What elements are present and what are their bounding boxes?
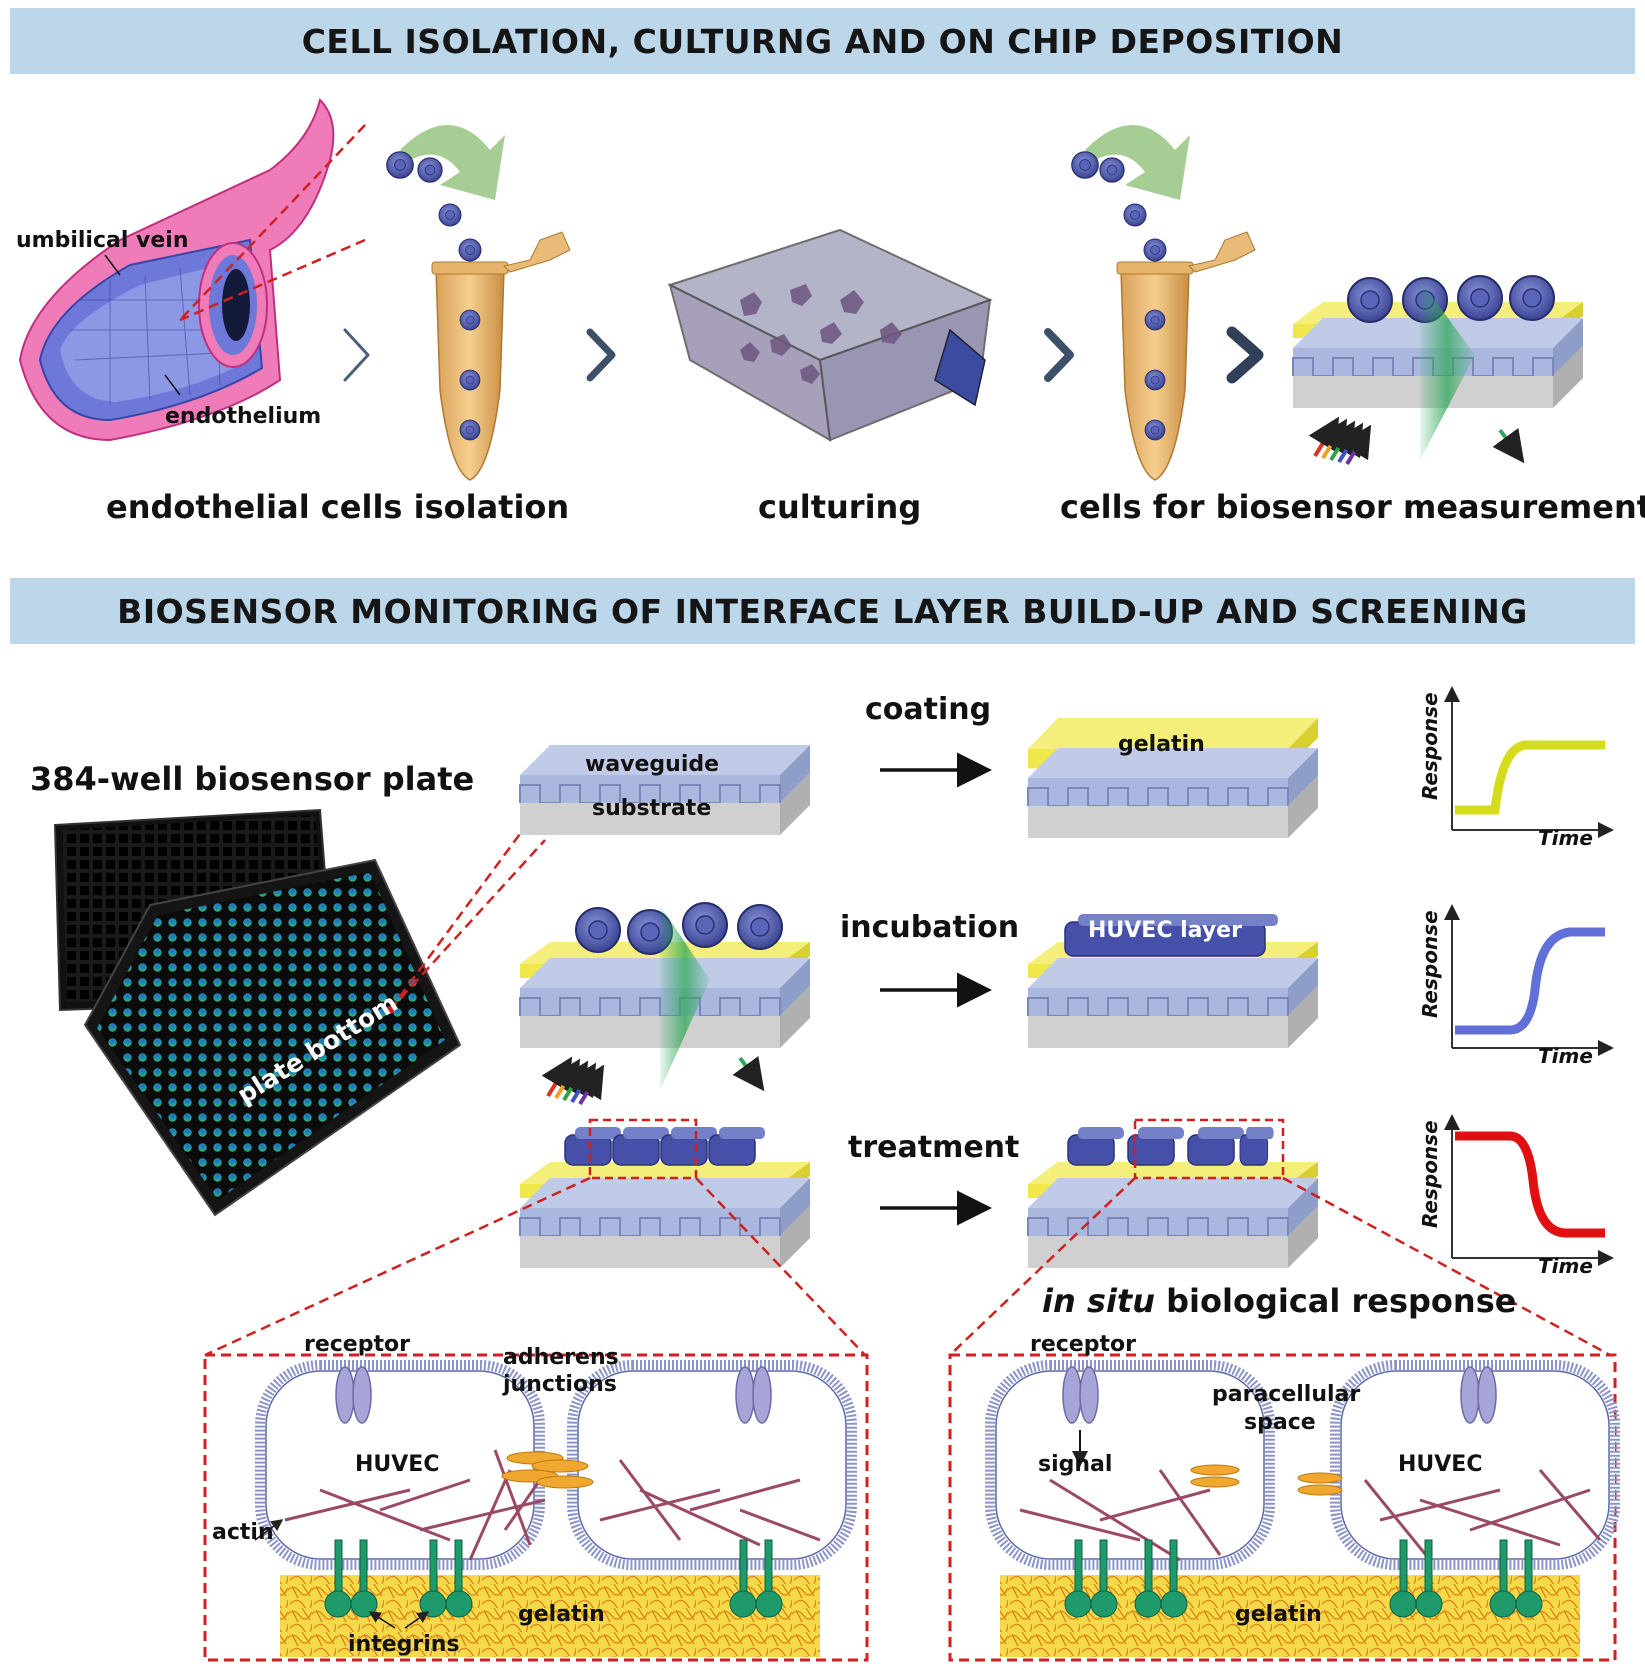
in-situ-response-title: in situ biological response bbox=[1042, 1282, 1517, 1320]
adherens-label-line1: adherens bbox=[503, 1345, 619, 1370]
adherens-junction-icons bbox=[501, 1451, 1343, 1496]
gelatin-label: gelatin bbox=[1118, 732, 1205, 757]
incubation-output-light bbox=[732, 1055, 765, 1092]
chevron-icons bbox=[343, 326, 1264, 384]
paracellular-label-line2: space bbox=[1244, 1410, 1316, 1435]
graph2-x-label: Time bbox=[1538, 1044, 1593, 1068]
integrins-label: integrins bbox=[348, 1632, 460, 1657]
umbilical-vein-illustration bbox=[18, 98, 366, 442]
zoom-box-left bbox=[588, 1118, 698, 1180]
deposition-tube-illustration bbox=[1071, 125, 1256, 481]
step-culturing-label: culturing bbox=[758, 488, 922, 526]
substrate-label: substrate bbox=[592, 796, 712, 821]
treatment-cells-left bbox=[564, 1126, 766, 1166]
section1-banner: CELL ISOLATION, CULTURNG AND ON CHIP DEP… bbox=[10, 8, 1635, 74]
zoom-box-right bbox=[1133, 1118, 1285, 1180]
gelatin-label-right: gelatin bbox=[1235, 1602, 1322, 1627]
paracellular-label-line1: paracellular bbox=[1212, 1382, 1361, 1407]
huvec-label-right: HUVEC bbox=[1398, 1452, 1483, 1477]
waveguide-label: waveguide bbox=[585, 752, 720, 777]
culture-flask-illustration bbox=[667, 228, 993, 442]
graph1-y-label: Response bbox=[1418, 692, 1442, 800]
endothelium-label: endothelium bbox=[165, 404, 322, 429]
actin-filaments bbox=[284, 1449, 1602, 1562]
section1-output-light bbox=[1492, 427, 1525, 464]
signal-label: signal bbox=[1038, 1452, 1113, 1477]
receptor-label-left: receptor bbox=[304, 1332, 410, 1357]
huvec-layer-chip bbox=[1027, 942, 1319, 1049]
step-biosensor-label: cells for biosensor measurement bbox=[1060, 488, 1645, 526]
umbilical-vein-label: umbilical vein bbox=[16, 228, 189, 253]
section1-input-light bbox=[1315, 420, 1369, 464]
detail-panel-left bbox=[203, 1353, 869, 1662]
treatment-cells-right bbox=[1067, 1126, 1275, 1166]
response-graph-treatment bbox=[1444, 1114, 1614, 1266]
step-isolation-label: endothelial cells isolation bbox=[106, 488, 570, 526]
huvec-layer-label: HUVEC layer bbox=[1088, 918, 1242, 943]
graph3-y-label: Response bbox=[1418, 1120, 1442, 1228]
graph2-y-label: Response bbox=[1418, 910, 1442, 1018]
incubation-light-beam bbox=[660, 905, 710, 1090]
isolation-tube-illustration bbox=[386, 125, 571, 481]
section2-banner: BIOSENSOR MONITORING OF INTERFACE LAYER … bbox=[10, 578, 1635, 644]
actin-label: actin bbox=[212, 1520, 274, 1545]
receptor-icons bbox=[335, 1366, 1497, 1424]
biosensor-plate-illustration bbox=[53, 799, 547, 1217]
huvec-layer-block bbox=[1064, 914, 1278, 957]
graph1-x-label: Time bbox=[1538, 826, 1593, 850]
graph3-x-label: Time bbox=[1538, 1254, 1593, 1278]
step-coating-label: coating bbox=[865, 692, 992, 727]
response-graph-coating bbox=[1444, 686, 1614, 838]
step-incubation-label: incubation bbox=[840, 910, 1020, 945]
gelatin-label-left: gelatin bbox=[518, 1602, 605, 1627]
gelatin-substrate-right bbox=[1000, 1575, 1580, 1657]
integrin-icons bbox=[324, 1539, 1543, 1618]
incubation-input-light bbox=[548, 1060, 602, 1104]
huvec-label-left: HUVEC bbox=[355, 1452, 440, 1477]
plate-title: 384-well biosensor plate bbox=[30, 760, 475, 798]
section1-light-beam bbox=[1420, 280, 1475, 460]
response-graph-incubation bbox=[1444, 904, 1614, 1056]
receptor-label-right: receptor bbox=[1030, 1332, 1136, 1357]
adherens-label-line2: junctions bbox=[503, 1372, 617, 1397]
step-treatment-label: treatment bbox=[848, 1130, 1020, 1165]
